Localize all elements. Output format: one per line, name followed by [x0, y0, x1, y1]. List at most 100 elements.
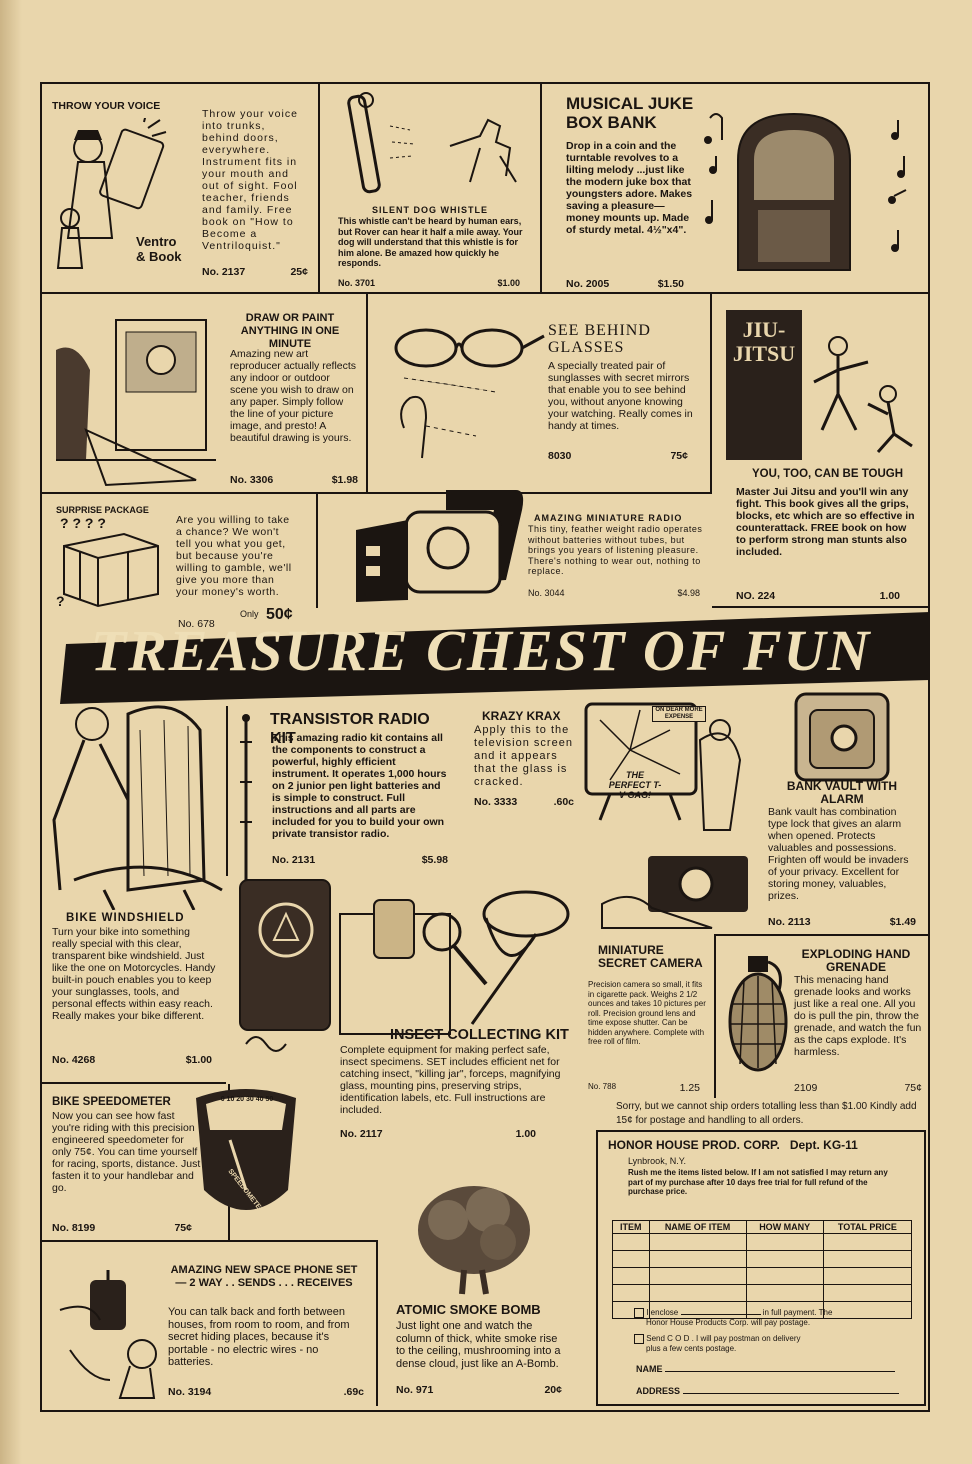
space-phone-title: AMAZING NEW SPACE PHONE SET — 2 WAY . . … [170, 1264, 358, 1289]
hand-grenade-illustration [728, 956, 788, 1072]
order-cod-option[interactable]: Send C O D . I will pay postman on deliv… [634, 1334, 906, 1354]
space-phone-number: No. 3194 [168, 1386, 212, 1398]
order-cell[interactable] [822, 1301, 913, 1319]
order-table-header: ITEM NAME OF ITEM HOW MANY TOTAL PRICE [612, 1220, 913, 1234]
order-cell[interactable] [648, 1267, 747, 1285]
hand-grenade-ad: EXPLODING HAND GRENADE This menacing han… [714, 934, 930, 1098]
dog-whistle-text: This whistle can't be heard by human ear… [338, 216, 523, 268]
order-cell[interactable] [745, 1267, 824, 1285]
juke-box-price: $1.50 [657, 278, 684, 290]
juke-box-title-line2: BOX BANK [566, 113, 657, 132]
antenna-illustration [240, 714, 252, 880]
miniature-radio-price-row: No. 3044 $4.98 [528, 588, 700, 598]
col-name-of-item: NAME OF ITEM [648, 1220, 747, 1234]
order-cell[interactable] [745, 1233, 824, 1251]
enclose-checkbox[interactable] [634, 1308, 644, 1318]
juke-box-text: Drop in a coin and the turntable revolve… [566, 140, 693, 236]
throw-voice-price-row: No. 2137 25¢ [202, 266, 308, 278]
smoke-bomb-price-row: No. 971 20¢ [396, 1384, 562, 1396]
smoke-bomb-text: Just light one and watch the column of t… [396, 1320, 561, 1370]
order-cell[interactable] [745, 1284, 824, 1302]
draw-paint-price-row: No. 3306 $1.98 [230, 474, 358, 486]
bank-vault-price: $1.49 [889, 916, 916, 928]
bike-windshield-title: BIKE WINDSHIELD [66, 912, 185, 924]
secret-camera-title-line1: MINIATURE [598, 943, 664, 957]
order-address-field[interactable]: ADDRESS [636, 1386, 899, 1396]
address-line[interactable] [682, 1393, 899, 1394]
juke-box-ad: MUSICAL JUKE BOX BANK Drop in a coin and… [542, 82, 930, 294]
jiu-jitsu-text: Master Jui Jitsu and you'll win any figh… [736, 486, 915, 558]
order-form-city: Lynbrook, N.Y. [628, 1156, 687, 1166]
order-cell[interactable] [822, 1284, 913, 1302]
order-cell[interactable] [648, 1250, 747, 1268]
order-enclose-option[interactable]: I enclose in full payment. The Honor Hou… [634, 1308, 906, 1328]
order-cell[interactable] [612, 1233, 650, 1251]
hand-grenade-text: This menacing hand grenade looks and wor… [794, 974, 922, 1058]
order-minimum-note: Sorry, but we cannot ship orders totalli… [616, 1101, 917, 1126]
cod-text-b: plus a few cents postage. [646, 1344, 737, 1353]
krazy-krax-price-row: No. 3333 .60c [474, 796, 574, 808]
order-cell[interactable] [822, 1267, 913, 1285]
bike-windshield-price-row: No. 4268 $1.00 [52, 1054, 212, 1066]
insect-kit-text: Complete equipment for making perfect sa… [340, 1044, 561, 1116]
enclose-amount-line[interactable] [680, 1314, 761, 1316]
insect-kit-price: 1.00 [515, 1128, 536, 1140]
bike-windshield-illustration [52, 705, 223, 910]
order-name-field[interactable]: NAME [636, 1364, 896, 1374]
surprise-number: No. 678 [178, 618, 215, 630]
jiu-jitsu-book: JIU- JITSU [726, 310, 802, 460]
miniature-radio-title: AMAZING MINIATURE RADIO [534, 513, 683, 523]
enclose-text-b: in full payment. The [762, 1308, 833, 1318]
draw-paint-ad: DRAW OR PAINT ANYTHING IN ONE MINUTE Ama… [40, 294, 368, 494]
jiu-jitsu-price: 1.00 [879, 590, 900, 602]
see-behind-price: 75¢ [670, 450, 688, 462]
order-cell[interactable] [822, 1233, 913, 1251]
secret-camera-price-row: No. 788 1.25 [588, 1082, 700, 1094]
order-cell[interactable] [612, 1267, 650, 1285]
speedometer-illustration [196, 1089, 296, 1210]
bank-vault-illustration [794, 692, 890, 782]
order-cell[interactable] [648, 1233, 747, 1251]
treasure-chest-banner-text: TREASURE CHEST OF FUN [90, 618, 872, 683]
miniature-radio-number: No. 3044 [528, 588, 565, 598]
order-row[interactable] [612, 1267, 913, 1285]
order-cell[interactable] [612, 1284, 650, 1302]
bank-vault-ad: BANK VAULT WITH ALARM Bank vault has com… [762, 664, 930, 940]
order-cell[interactable] [822, 1250, 913, 1268]
bike-speedometer-price-row: No. 8199 75¢ [52, 1222, 192, 1234]
juke-box-title-line1: MUSICAL JUKE [566, 94, 694, 113]
cracked-tv-illustration [584, 702, 742, 831]
juke-box-price-row: No. 2005 $1.50 [566, 278, 684, 290]
secret-camera-price: 1.25 [679, 1082, 700, 1094]
jiu-jitsu-number: NO. 224 [736, 590, 776, 602]
bike-windshield-ad: BIKE WINDSHIELD Turn your bike into some… [40, 700, 268, 1084]
secret-camera-title-line2: SECRET CAMERA [598, 956, 703, 970]
order-cell[interactable] [648, 1284, 747, 1302]
jiu-jitsu-title: YOU, TOO, CAN BE TOUGH [752, 468, 904, 480]
order-row[interactable] [612, 1284, 913, 1302]
miniature-radio-price: $4.98 [677, 588, 700, 598]
jiu-jitsu-book-line2: JITSU [732, 341, 796, 366]
cod-checkbox[interactable] [634, 1334, 644, 1344]
order-cell[interactable] [612, 1250, 650, 1268]
order-row[interactable] [612, 1250, 913, 1268]
juke-box-title: MUSICAL JUKE BOX BANK [566, 94, 693, 132]
order-cell[interactable] [745, 1250, 824, 1268]
throw-voice-title: THROW YOUR VOICE [52, 100, 161, 112]
name-line[interactable] [665, 1371, 896, 1372]
order-form-header: HONOR HOUSE PROD. CORP. Dept. KG-11 [608, 1138, 858, 1152]
space-phone-ad: AMAZING NEW SPACE PHONE SET — 2 WAY . . … [40, 1240, 378, 1406]
dog-whistle-title: SILENT DOG WHISTLE [372, 205, 488, 215]
smoke-bomb-ad: ATOMIC SMOKE BOMB Just light one and wat… [378, 1170, 574, 1406]
order-row[interactable] [612, 1233, 913, 1251]
enclose-text-c: Honor House Products Corp. will pay post… [646, 1318, 811, 1327]
address-label: ADDRESS [636, 1386, 681, 1396]
hand-grenade-number: 2109 [794, 1082, 818, 1094]
hand-grenade-price: 75¢ [904, 1082, 922, 1094]
sunglasses-illustration [394, 328, 545, 459]
krazy-krax-caption: THE PERFECT T-V GAG! [608, 770, 662, 800]
ventro-caption-line2: & Book [136, 249, 182, 264]
krazy-krax-ad: KRAZY KRAX Apply this to the television … [466, 700, 760, 860]
hand-grenade-title: EXPLODING HAND GRENADE [801, 947, 911, 974]
space-phone-text: You can talk back and forth between hous… [168, 1306, 350, 1368]
